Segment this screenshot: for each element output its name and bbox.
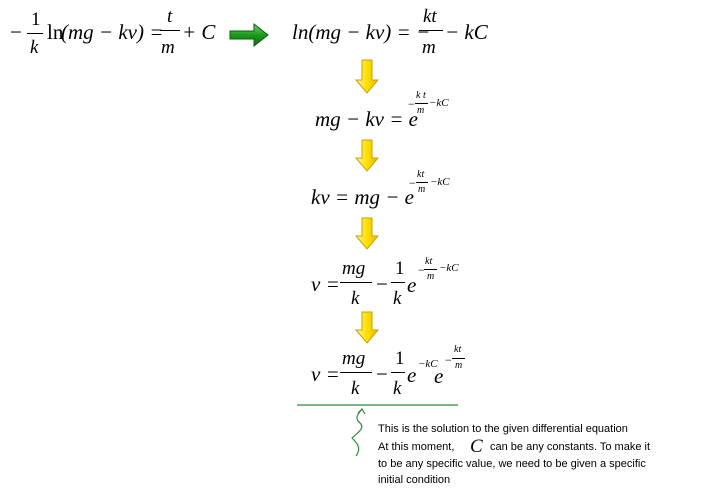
yellow-down-arrow-1	[354, 59, 380, 94]
yellow-down-arrow-4	[354, 311, 380, 344]
curly-connector	[351, 408, 363, 457]
yellow-down-arrow-2	[354, 139, 380, 172]
yellow-down-arrow-3	[354, 217, 380, 250]
green-right-arrow	[229, 22, 269, 48]
